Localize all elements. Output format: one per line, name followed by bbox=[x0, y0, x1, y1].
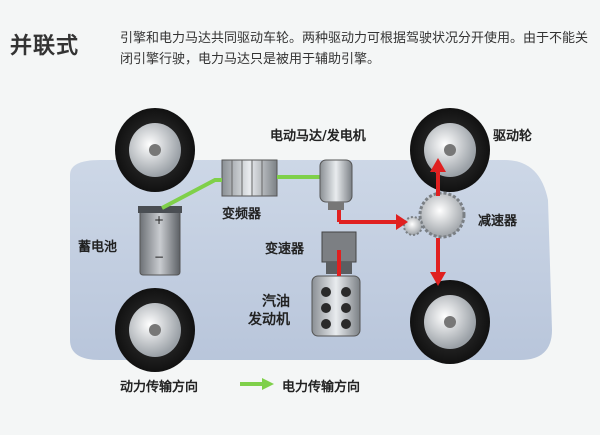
inverter-shape bbox=[221, 159, 278, 197]
reducer-gear-small bbox=[403, 216, 423, 236]
label-reducer: 减速器 bbox=[478, 214, 518, 229]
wheel-rear-right bbox=[410, 280, 490, 364]
legend-electric-flow-label: 电力传输方向 bbox=[282, 380, 361, 395]
motor-generator-shape bbox=[319, 159, 353, 210]
wheel-rear-left bbox=[115, 288, 195, 372]
label-drive-wheel: 驱动轮 bbox=[493, 129, 533, 144]
description-text: 引擎和电力马达共同驱动车轮。两种驱动力可根据驾驶状况分开使用。由于不能关闭引擎行… bbox=[120, 31, 589, 67]
battery-shape bbox=[138, 206, 182, 276]
wheel-front-left bbox=[115, 108, 195, 192]
label-engine-line1: 汽油 bbox=[262, 294, 290, 310]
label-engine-line2: 发动机 bbox=[248, 312, 290, 328]
battery-plus-symbol: + bbox=[154, 213, 165, 227]
legend-power-flow-label: 动力传输方向 bbox=[120, 380, 199, 395]
wheel-front-right bbox=[410, 108, 490, 192]
battery-minus-symbol: − bbox=[154, 250, 165, 264]
label-inverter: 变频器 bbox=[222, 207, 262, 222]
engine-shape bbox=[311, 275, 361, 337]
legend-electric-arrow-icon bbox=[240, 378, 274, 390]
label-battery: 蓄电池 bbox=[78, 240, 118, 255]
reducer-gear-large bbox=[418, 191, 466, 239]
label-transmission: 变速器 bbox=[265, 242, 305, 257]
power-arrows bbox=[337, 158, 446, 286]
electric-line bbox=[161, 175, 320, 210]
label-motor-generator: 电动马达/发电机 bbox=[270, 129, 366, 144]
page-title: 并联式 bbox=[10, 34, 80, 59]
